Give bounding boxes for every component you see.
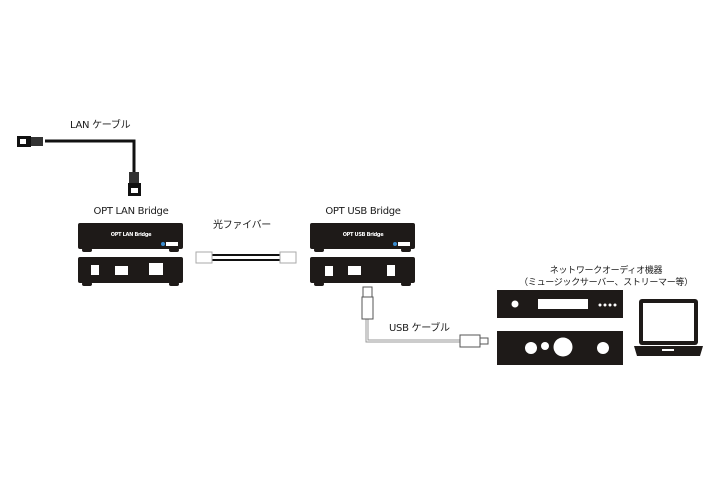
usb-cable bbox=[361, 286, 489, 348]
lan-bridge-front-text: OPT LAN Bridge bbox=[110, 232, 152, 238]
network-audio-label-line1: ネットワークオーディオ機器 bbox=[549, 266, 663, 276]
opt-usb-bridge-label: OPT USB Bridge bbox=[325, 206, 401, 217]
network-player-device bbox=[497, 290, 623, 318]
usb-cable-label: USB ケーブル bbox=[389, 323, 450, 334]
opt-usb-bridge-device bbox=[310, 223, 415, 286]
lan-cable bbox=[17, 136, 141, 196]
laptop-icon bbox=[634, 299, 703, 356]
usb-bridge-front-text: OPT USB Bridge bbox=[342, 232, 384, 238]
network-audio-label-line2: （ミュージックサーバー、ストリーマー等） bbox=[519, 278, 693, 288]
opt-lan-bridge-label: OPT LAN Bridge bbox=[93, 206, 169, 217]
amplifier-device bbox=[497, 331, 623, 365]
optical-fiber-cable bbox=[195, 251, 297, 264]
optical-fiber-label: 光ファイバー bbox=[213, 220, 271, 231]
lan-cable-label: LAN ケーブル bbox=[70, 120, 131, 131]
opt-lan-bridge-device bbox=[78, 223, 183, 286]
